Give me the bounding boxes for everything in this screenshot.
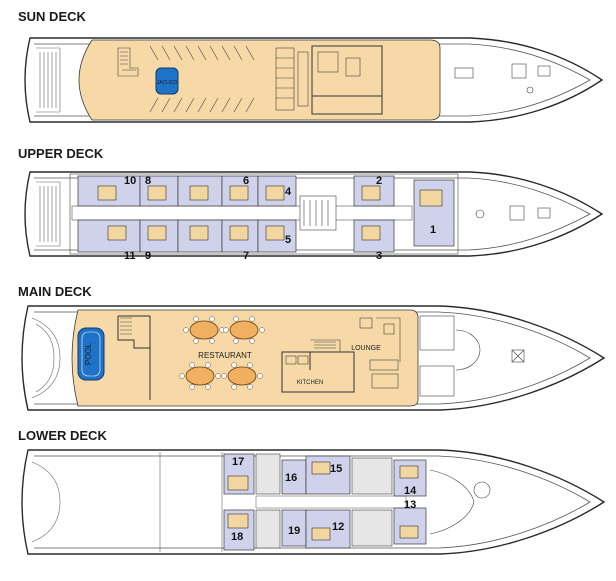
lower-cabin-number: 18: [231, 531, 243, 543]
main-deck: MAIN DECK POOL: [18, 284, 606, 411]
lower-cabin-number: 12: [332, 521, 344, 533]
upper-deck-structure: [69, 173, 459, 255]
lower-cabin-number: 17: [232, 456, 244, 468]
upper-cabin-number: 1: [430, 224, 436, 236]
sun-deck-title: SUN DECK: [18, 9, 87, 24]
lower-deck-corridor: [255, 495, 407, 509]
upper-cabin-number: 5: [285, 234, 291, 246]
restaurant-tables: [179, 316, 265, 390]
upper-cabin-number: 4: [285, 186, 292, 198]
lounge-furniture: [359, 317, 401, 389]
sun-loungers-top: [149, 45, 255, 61]
main-deck-forward-area: [419, 315, 525, 397]
upper-cabin-number: 7: [243, 250, 249, 262]
kitchen-fixtures: [285, 341, 336, 365]
upper-deck-forward-suite: [413, 179, 455, 247]
upper-cabin-number: 10: [124, 175, 136, 187]
upper-cabin-number: 6: [243, 175, 249, 187]
lower-cabin-number: 14: [404, 485, 417, 497]
upper-cabin-number: 11: [124, 250, 136, 262]
lower-deck-service-rooms: [255, 453, 491, 549]
lower-deck: LOWER DECK: [18, 428, 606, 555]
lower-cabin-number: 15: [330, 463, 342, 475]
kitchen-walls: [281, 339, 355, 393]
pool-label: POOL: [84, 342, 93, 365]
kitchen-label: KITCHEN: [297, 380, 323, 386]
sun-deck-bar-seating: [275, 47, 309, 111]
upper-cabin-number: 3: [376, 250, 382, 262]
upper-deck-stairwell: [299, 195, 337, 231]
lower-deck-title: LOWER DECK: [18, 428, 107, 443]
upper-deck-bottom-cabins: [77, 219, 395, 253]
upper-deck: UPPER DECK: [18, 146, 604, 262]
sun-deck-stern-steps: [36, 47, 61, 113]
lower-cabin-number: 19: [288, 525, 300, 537]
main-deck-floor: [71, 309, 419, 407]
jacuzzi-label: JACUZZI: [157, 80, 178, 86]
upper-deck-title: UPPER DECK: [18, 146, 104, 161]
lower-cabin-number: 16: [285, 472, 297, 484]
upper-deck-bow-equipment: [475, 205, 551, 221]
lounge-label: LOUNGE: [351, 345, 381, 352]
restaurant-label: RESTAURANT: [198, 351, 252, 360]
sun-deck-bow-equipment: [454, 63, 551, 94]
upper-cabin-number: 2: [376, 175, 382, 187]
sun-deck-stairs: [117, 47, 139, 77]
lower-deck-cabins: [223, 453, 427, 551]
main-deck-title: MAIN DECK: [18, 284, 92, 299]
lower-cabin-number: 13: [404, 499, 416, 511]
lower-deck-stern-lines: [31, 452, 223, 552]
sun-loungers-bottom: [149, 97, 255, 113]
pool: [77, 327, 105, 381]
upper-deck-top-cabins: [77, 175, 395, 207]
upper-deck-stern-steps: [36, 181, 61, 247]
upper-deck-corridor: [71, 205, 413, 221]
restaurant-walls: [117, 315, 151, 400]
jacuzzi: [155, 67, 179, 95]
upper-cabin-number: 8: [145, 175, 151, 187]
main-deck-stern-steps: [31, 317, 61, 399]
sun-deck: SUN DECK JACUZZI: [18, 9, 604, 123]
restaurant-stairs: [120, 317, 132, 335]
sun-deck-bar: [311, 45, 383, 115]
sun-deck-floor: [78, 39, 441, 121]
upper-cabin-number: 9: [145, 250, 151, 262]
